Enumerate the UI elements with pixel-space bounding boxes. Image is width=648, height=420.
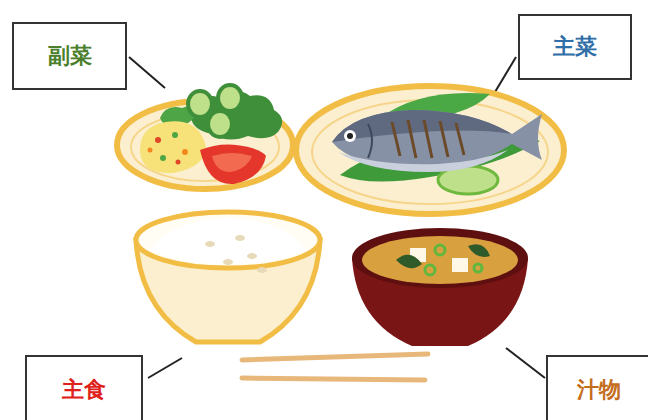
chopsticks (242, 354, 428, 380)
main-dish-plate (296, 86, 564, 214)
label-box: 副菜 (12, 22, 127, 90)
label-text: 汁物 (577, 377, 621, 403)
leader-line (495, 57, 516, 92)
side-dish-plate (117, 83, 293, 189)
label-text: 主食 (62, 377, 106, 403)
leader-line (148, 358, 182, 378)
leader-line (129, 57, 165, 88)
leader-line (506, 348, 545, 378)
label-text: 副菜 (48, 43, 92, 69)
label-text: 主菜 (553, 34, 597, 60)
label-box: 汁物 (546, 355, 648, 420)
label-box: 主菜 (518, 14, 632, 80)
label-box: 主食 (25, 355, 143, 420)
rice-bowl (136, 212, 320, 342)
miso-soup-bowl (352, 228, 528, 346)
